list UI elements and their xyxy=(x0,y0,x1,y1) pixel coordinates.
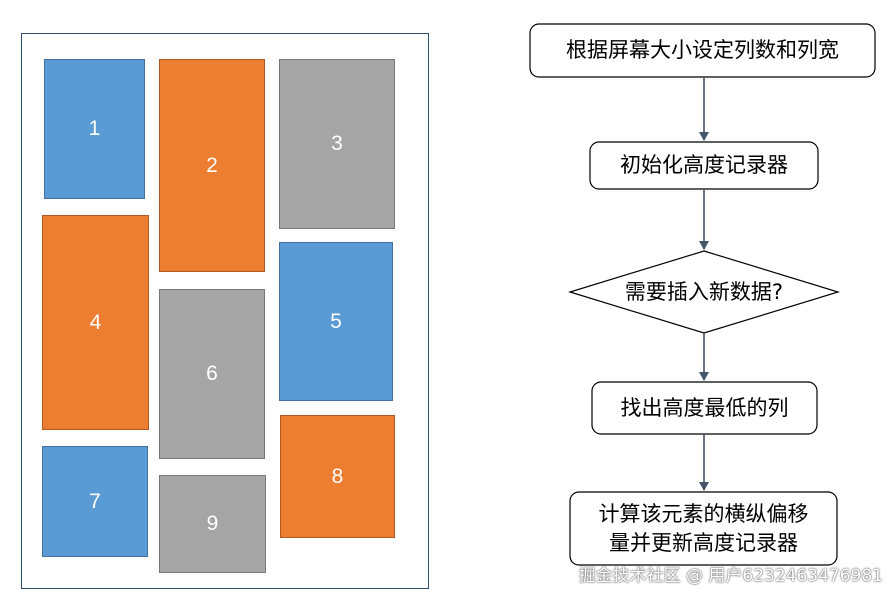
flow-label-compute-offset: 计算该元素的横纵偏移 量并更新高度记录器 xyxy=(598,501,809,555)
tile-7: 7 xyxy=(42,446,148,557)
tile-9: 9 xyxy=(159,475,266,573)
flow-box-set-columns xyxy=(529,23,876,78)
tile-3: 3 xyxy=(279,59,395,229)
flow-label-decision: 需要插入新数据? xyxy=(624,279,784,304)
flow-label-set-columns: 根据屏幕大小设定列数和列宽 xyxy=(566,38,839,62)
flow-box-compute-offset xyxy=(569,491,838,566)
watermark: 掘金技术社区 @ 用户6232463476981 xyxy=(578,566,883,586)
waterfall-panel: 1 2 3 4 5 6 7 8 9 xyxy=(21,33,429,589)
flow-label-find-lowest: 找出高度最低的列 xyxy=(620,395,789,420)
tile-4: 4 xyxy=(42,215,149,430)
flow-label-init-height: 初始化高度记录器 xyxy=(620,153,788,177)
tile-5: 5 xyxy=(279,242,393,401)
tile-6: 6 xyxy=(159,289,265,459)
tile-8: 8 xyxy=(280,415,395,538)
tile-1: 1 xyxy=(44,59,145,199)
tile-2: 2 xyxy=(159,59,265,272)
